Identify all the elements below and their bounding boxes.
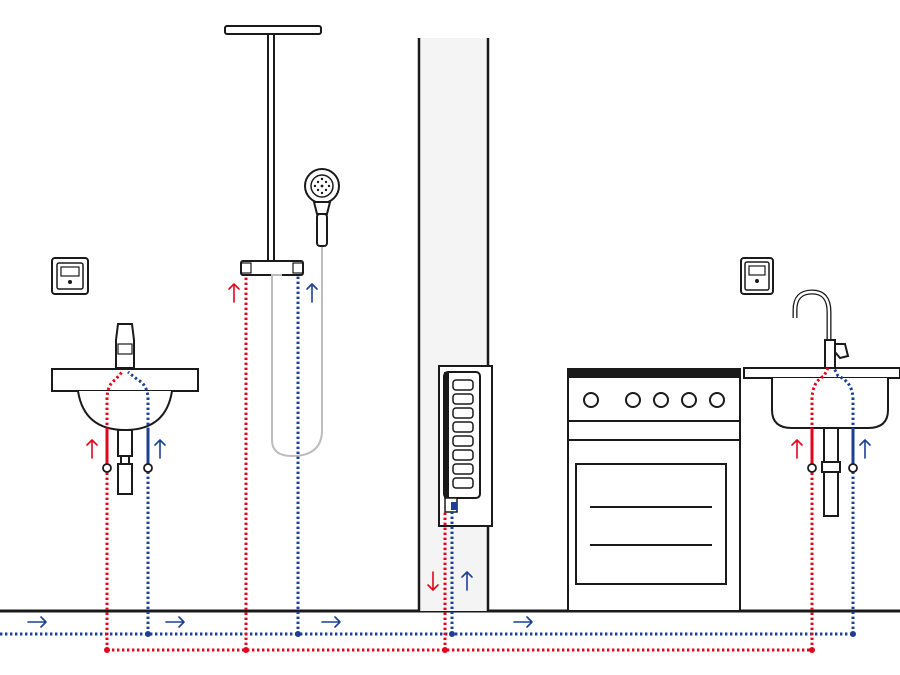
hot-flow-arrow-icon (86, 283, 803, 591)
washbasin (51, 257, 199, 495)
cooker (567, 368, 741, 612)
cold-main-flow-arrow-icon (27, 616, 533, 628)
flow-arrows (27, 283, 871, 628)
rain-shower-head (224, 25, 322, 35)
angle-valves (102, 463, 858, 473)
cooker-knob (653, 392, 669, 408)
kitchen-siphon (821, 427, 841, 517)
heater-housing (443, 371, 481, 499)
cold-flow-arrow-icon (154, 283, 871, 591)
cooker-knob (583, 392, 599, 408)
cooker-body (567, 420, 741, 612)
cooker-hob (567, 368, 741, 378)
kitchen-control-panel-icon (740, 257, 774, 295)
washbasin-counter (51, 368, 199, 392)
water-heater (438, 365, 493, 527)
hot-water-solid-segments (105, 428, 814, 466)
shower (224, 25, 340, 458)
valve-icon (848, 463, 858, 473)
cooker-knob (681, 392, 697, 408)
valve-icon (102, 463, 112, 473)
kitchen-sink (740, 257, 900, 517)
pipe-junctions (104, 631, 856, 653)
cooker-knob (709, 392, 725, 408)
cooker-knob (625, 392, 641, 408)
hand-shower-icon (304, 168, 340, 247)
cold-water-solid-segments (146, 428, 855, 466)
valve-icon (807, 463, 817, 473)
kitchen-sink-basin (771, 378, 889, 429)
heater-coil (452, 379, 474, 489)
heater-valve-icon (444, 497, 458, 513)
cold-water-pipes (0, 275, 855, 636)
shower-riser-rail (267, 33, 275, 263)
washbasin-control-panel-icon (51, 257, 89, 295)
valve-icon (143, 463, 153, 473)
kitchen-faucet (792, 289, 832, 368)
washbasin-faucet (115, 323, 135, 369)
hot-water-pipes (105, 275, 830, 652)
washbasin-bowl (77, 390, 173, 432)
shower-hose (271, 246, 323, 458)
oven-door (575, 463, 727, 585)
washbasin-siphon (117, 429, 133, 495)
